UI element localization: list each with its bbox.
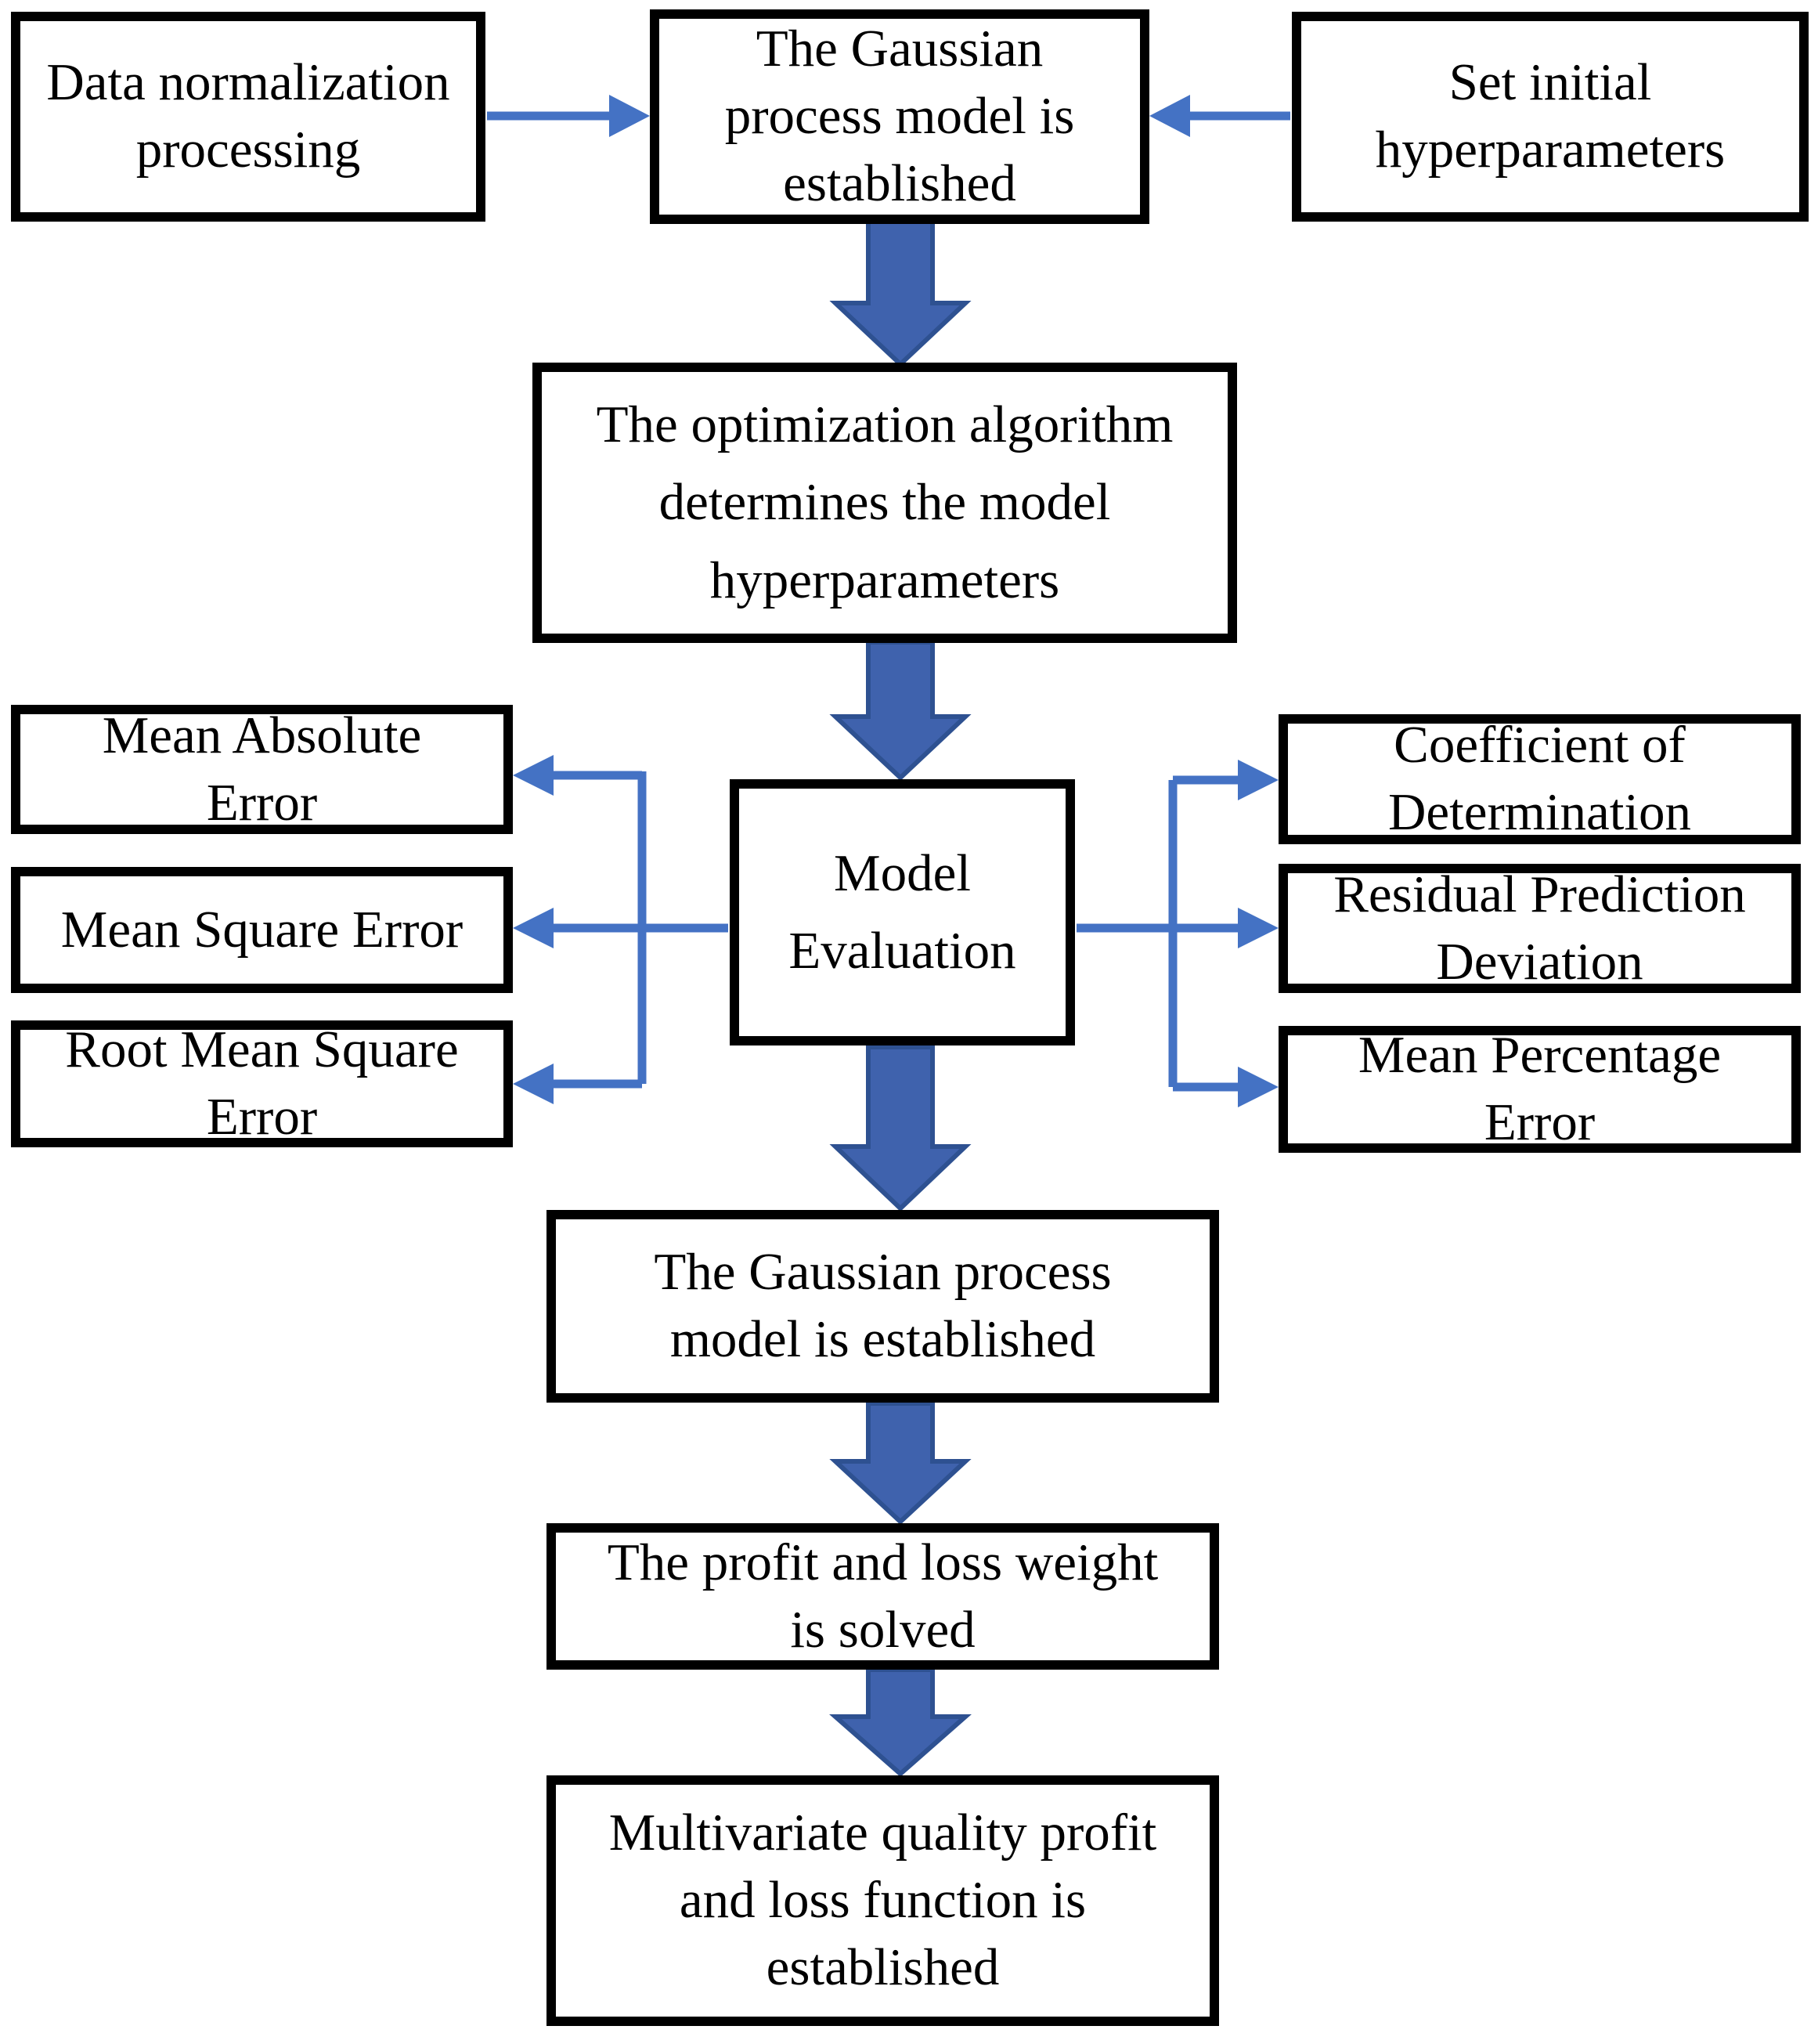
node-label: Data normalization processing [46,53,450,179]
node-label: Coefficient of Determination [1388,716,1691,841]
arrowhead-right-icon [1238,908,1279,948]
arrow-to-mean-absolute-error [513,755,642,796]
node-multivariate-loss-function: Multivariate quality profit and loss fun… [546,1775,1219,2026]
node-optimization-algorithm: The optimization algorithm determines th… [532,363,1237,643]
arrowhead-right-icon [1238,760,1279,800]
node-label: The Gaussian process model is establishe… [724,20,1075,212]
node-profit-loss-weight: The profit and loss weight is solved [546,1523,1219,1670]
node-label: The profit and loss weight is solved [607,1533,1159,1659]
node-mean-square-error: Mean Square Error [11,867,513,993]
node-residual-prediction-deviation: Residual Prediction Deviation [1279,864,1801,993]
arrowhead-left-icon [513,908,554,948]
node-mean-percentage-error: Mean Percentage Error [1279,1026,1801,1153]
node-label: Model Evaluation [788,843,1016,980]
arrow-to-coefficient-of-determination [1173,760,1279,800]
block-arrow-gp-model-to-optimization [829,219,972,368]
arrow-to-residual-prediction-deviation [1077,908,1279,948]
arrow-to-mean-square-error [513,908,728,948]
connector-model-evaluation-right-branch [1077,760,1279,1107]
arrowhead-left-icon [513,1064,554,1104]
node-gp-model-established: The Gaussian process model is establishe… [546,1210,1219,1403]
arrow-to-root-mean-square-error [513,1064,642,1104]
node-label: Mean Absolute Error [102,706,422,832]
arrowhead-right-icon [1238,1067,1279,1107]
node-label: The Gaussian process model is establishe… [654,1243,1112,1368]
node-label: The optimization algorithm determines th… [596,395,1174,609]
node-label: Mean Square Error [60,900,464,959]
arrow-data-normalization-to-gp-model [487,95,650,137]
arrow-set-initial-hyperparameters-to-gp-model [1149,95,1290,137]
node-label: Root Mean Square Error [65,1020,459,1146]
node-label: Multivariate quality profit and loss fun… [608,1804,1157,1996]
node-gp-model-top: The Gaussian process model is establishe… [650,9,1149,224]
arrowhead-left-icon [513,755,554,796]
arrowhead-left-icon [1149,95,1190,137]
node-coefficient-of-determination: Coefficient of Determination [1279,714,1801,844]
node-root-mean-square-error: Root Mean Square Error [11,1020,513,1147]
node-label: Mean Percentage Error [1358,1026,1722,1151]
block-arrow-model-evaluation-to-gp-model-established [829,1045,972,1212]
block-arrow-gp-model-established-to-profit-loss-weight [829,1401,972,1526]
node-mean-absolute-error: Mean Absolute Error [11,705,513,834]
block-arrow-optimization-to-model-evaluation [829,640,972,782]
node-label: Residual Prediction Deviation [1333,865,1746,991]
block-arrow-profit-loss-weight-to-multivariate [829,1667,972,1777]
connector-model-evaluation-left-branch [513,755,728,1104]
node-label: Set initial hyperparameters [1375,53,1726,179]
node-set-initial-hyperparameters: Set initial hyperparameters [1292,12,1809,222]
arrow-to-mean-percentage-error [1173,1067,1279,1107]
arrowhead-right-icon [609,95,650,137]
node-model-evaluation: Model Evaluation [730,779,1075,1045]
node-data-normalization: Data normalization processing [11,12,485,222]
